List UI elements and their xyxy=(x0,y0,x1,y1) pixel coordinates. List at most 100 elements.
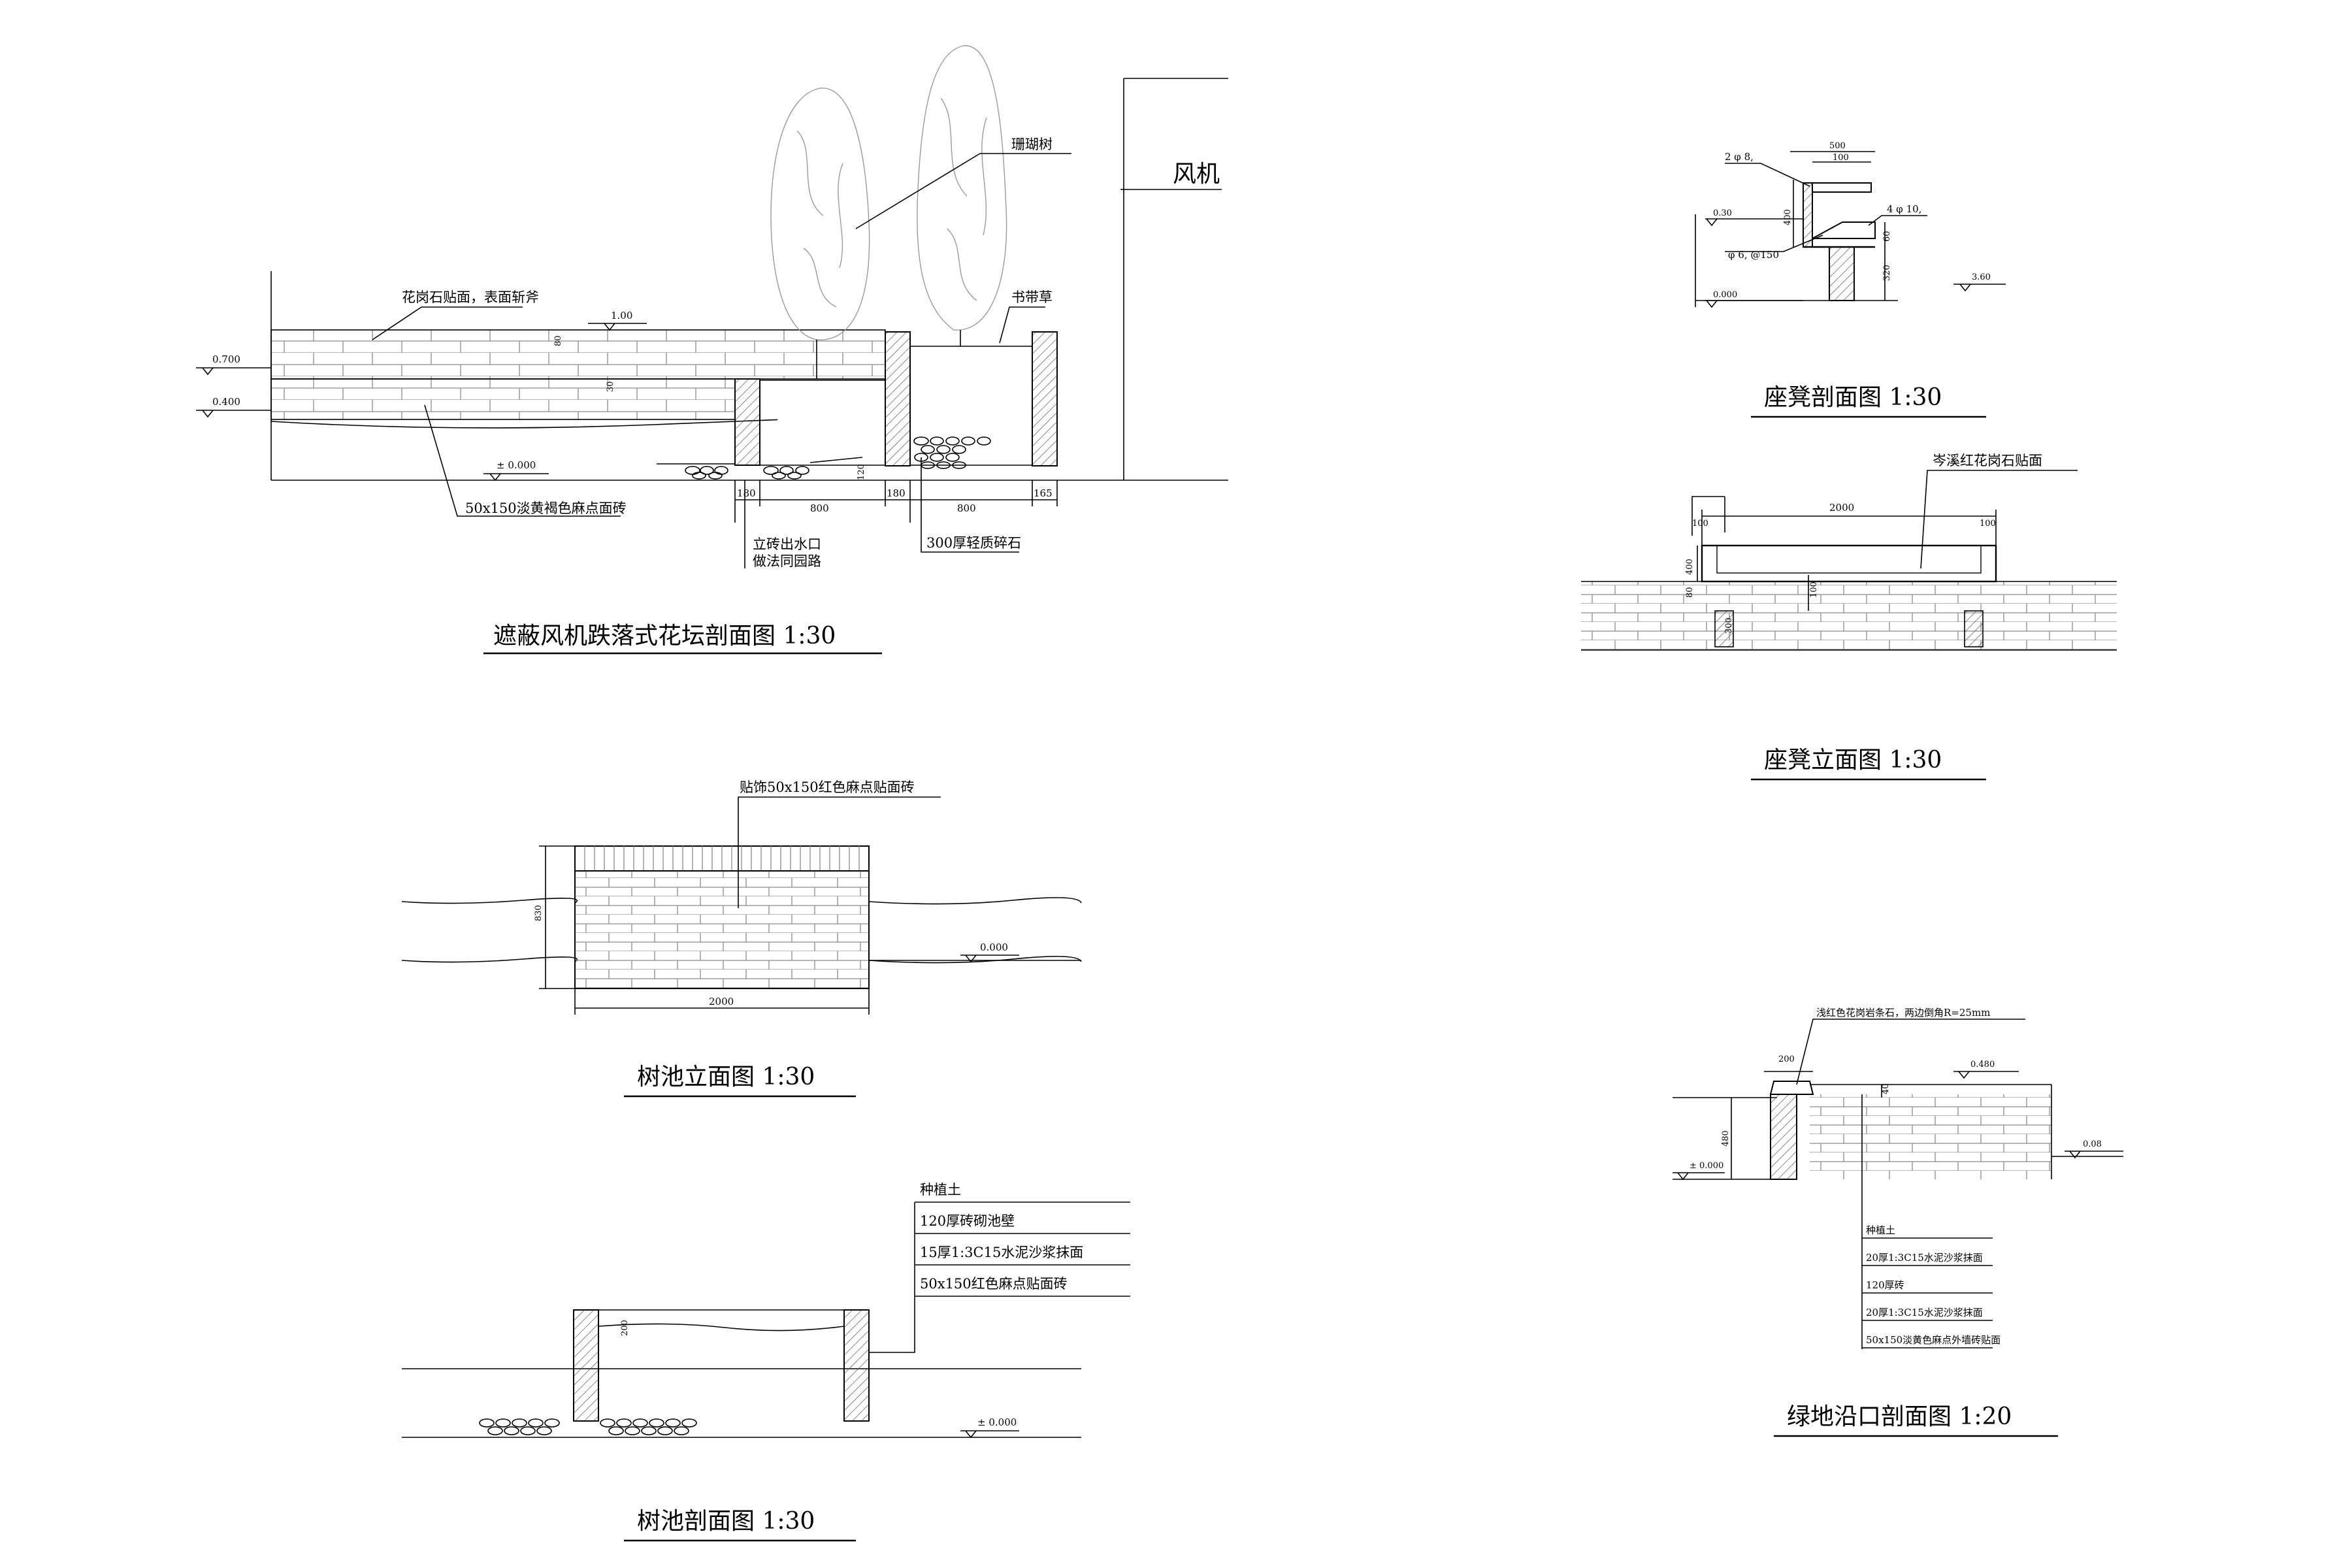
tree-pit-elevation-title: 树池立面图 1:30 xyxy=(637,1064,815,1090)
layers-table-c xyxy=(915,1201,1130,1297)
dim-300: 300 xyxy=(1724,617,1734,634)
edge-stone-label: 浅红色花岗岩条石，两边倒角R=25mm xyxy=(1816,1007,1990,1019)
fan-label: 风机 xyxy=(1173,161,1220,188)
dim-30: 30 xyxy=(606,381,615,392)
layers-leader xyxy=(869,1202,915,1353)
bench-elevation-leg-left xyxy=(1714,610,1734,647)
bench-section-drawing: 500 100 400 60 320 2 φ 8, 4 φ 10, φ 6, @… xyxy=(1695,141,2006,418)
dim-400: 400 xyxy=(1783,209,1793,225)
cap-tiles xyxy=(584,846,860,871)
rebar-top-label: 2 φ 8, xyxy=(1725,151,1754,163)
lower-planter-wall-left xyxy=(734,378,760,466)
bench-section-title: 座凳剖面图 1:30 xyxy=(1764,384,1942,411)
bench-elevation-drawing: 2000 100 100 400 80 100 300 岑溪红花岗石贴面 座凳立… xyxy=(1581,453,2117,781)
tree-pit-section-title: 树池剖面图 1:30 xyxy=(637,1508,815,1535)
edge-dims xyxy=(1731,1019,2025,1349)
lower-brick-wall xyxy=(270,378,736,420)
layer-f-2: 120厚砖 xyxy=(1866,1279,1904,1291)
dim-80-e: 80 xyxy=(1685,587,1695,598)
bench-seat xyxy=(1812,221,1876,239)
tree-pit-elevation-drawing: 830 2000 贴饰50x150红色麻点贴面砖 0.000 树池立面图 1:3… xyxy=(401,779,1082,1098)
tile-leader xyxy=(424,404,621,517)
svg-text:0.08: 0.08 xyxy=(2083,1139,2102,1149)
tree-right xyxy=(917,45,1007,346)
bench-width-2000: 2000 xyxy=(1829,502,1854,514)
dim-180b: 180 xyxy=(887,487,906,499)
dim-800b: 800 xyxy=(957,502,976,514)
width-dimension xyxy=(574,988,870,1015)
pit-wall-left xyxy=(573,1309,599,1422)
gravel-leader xyxy=(921,457,1019,553)
grass-label: 书带草 xyxy=(1011,289,1053,305)
green-edge-section-title: 绿地沿口剖面图 1:20 xyxy=(1787,1403,2012,1430)
bench-elevation-dims xyxy=(1697,470,2078,611)
svg-text:± 0.000: ± 0.000 xyxy=(497,459,536,471)
level-marker-f2: ± 0.000 xyxy=(1673,1161,1725,1181)
tree-pit-tile-label: 贴饰50x150红色麻点贴面砖 xyxy=(740,779,915,795)
svg-text:1.00: 1.00 xyxy=(611,310,632,321)
green-edge-section-drawing: 200 40 480 浅红色花岗岩条石，两边倒角R=25mm 0.480 ± 0… xyxy=(1673,1007,2123,1437)
svg-text:± 0.000: ± 0.000 xyxy=(1690,1161,1723,1171)
dim-100-right: 100 xyxy=(1980,519,1996,529)
layer-c-3: 50x150红色麻点贴面砖 xyxy=(920,1276,1068,1292)
dim-180a: 180 xyxy=(737,487,756,499)
planter-section-title: 遮蔽风机跌落式花坛剖面图 1:30 xyxy=(493,623,836,649)
rebar-stirrup-label: φ 6, @150 xyxy=(1728,249,1779,261)
tree-left xyxy=(770,88,870,379)
dim-40: 40 xyxy=(1881,1083,1891,1094)
granite-label: 花岗石贴面，表面斩斧 xyxy=(402,289,539,305)
level-marker-f1: 0.480 xyxy=(1953,1060,2019,1079)
dim-80: 80 xyxy=(553,335,563,346)
outlet-label-2: 做法同园路 xyxy=(753,553,821,569)
bench-elevation-ground xyxy=(1581,581,2117,650)
level-marker-c: ± 0.000 xyxy=(960,1416,1019,1439)
height-dimension xyxy=(539,845,575,989)
dim-120: 120 xyxy=(857,464,866,480)
outlet-label-1: 立砖出水口 xyxy=(753,536,821,552)
upper-brick-wall xyxy=(270,329,886,380)
soil-surface xyxy=(598,1323,845,1331)
upper-planter-wall-left xyxy=(885,331,911,466)
bench-elevation-title: 座凳立面图 1:30 xyxy=(1764,747,1942,774)
pit-wall-right xyxy=(843,1309,870,1422)
level-marker-f3: 0.08 xyxy=(2065,1139,2123,1159)
bottom-dimension-line xyxy=(734,480,1058,523)
level-marker-d1: 0.30 xyxy=(1706,208,1732,227)
edge-stone xyxy=(1769,1081,1814,1095)
bench-dims xyxy=(1705,151,1927,301)
level-marker-top: 1.00 xyxy=(588,310,647,331)
tile-leader-b xyxy=(738,796,941,908)
bench-elevation-body xyxy=(1701,544,1997,583)
svg-text:0.30: 0.30 xyxy=(1713,208,1732,218)
dim-100-mid: 100 xyxy=(1809,581,1819,598)
dim-320: 320 xyxy=(1882,265,1892,281)
level-marker-700: 0.700 xyxy=(196,353,271,376)
tile-label: 50x150淡黄褐色麻点面砖 xyxy=(465,500,627,516)
level-marker-d2: 0.000 xyxy=(1706,290,1737,308)
level-marker-b: 0.000 xyxy=(960,941,1019,963)
bench-back-top xyxy=(1812,182,1872,193)
layer-f-1: 20厚1:3C15水泥沙浆抹面 xyxy=(1866,1252,1983,1264)
svg-text:0.400: 0.400 xyxy=(212,396,240,408)
dim-400-e: 400 xyxy=(1685,559,1695,575)
tree-leader xyxy=(855,153,1071,229)
bench-elevation-leg-right xyxy=(1964,610,1984,647)
dim-60: 60 xyxy=(1882,231,1892,242)
layer-f-3: 20厚1:3C15水泥沙浆抹面 xyxy=(1866,1307,1983,1318)
level-marker-400: 0.400 xyxy=(196,396,271,418)
dim-200: 200 xyxy=(620,1320,630,1336)
level-marker-zero: ± 0.000 xyxy=(483,459,549,482)
bench-finish-label: 岑溪红花岗石贴面 xyxy=(1933,453,2042,468)
layer-f-0: 种植土 xyxy=(1866,1224,1895,1236)
dim-800a: 800 xyxy=(810,502,829,514)
svg-text:± 0.000: ± 0.000 xyxy=(977,1416,1017,1428)
wall-bottom-edge xyxy=(270,419,778,429)
svg-text:0.000: 0.000 xyxy=(1713,290,1737,300)
outlet-line-2 xyxy=(809,457,863,463)
rebar-right-label: 4 φ 10, xyxy=(1887,203,1921,215)
svg-text:0.700: 0.700 xyxy=(212,353,240,365)
dim-height-830: 830 xyxy=(534,905,544,921)
edge-soil-brick xyxy=(1810,1094,2051,1179)
dim-200-f: 200 xyxy=(1778,1054,1795,1064)
